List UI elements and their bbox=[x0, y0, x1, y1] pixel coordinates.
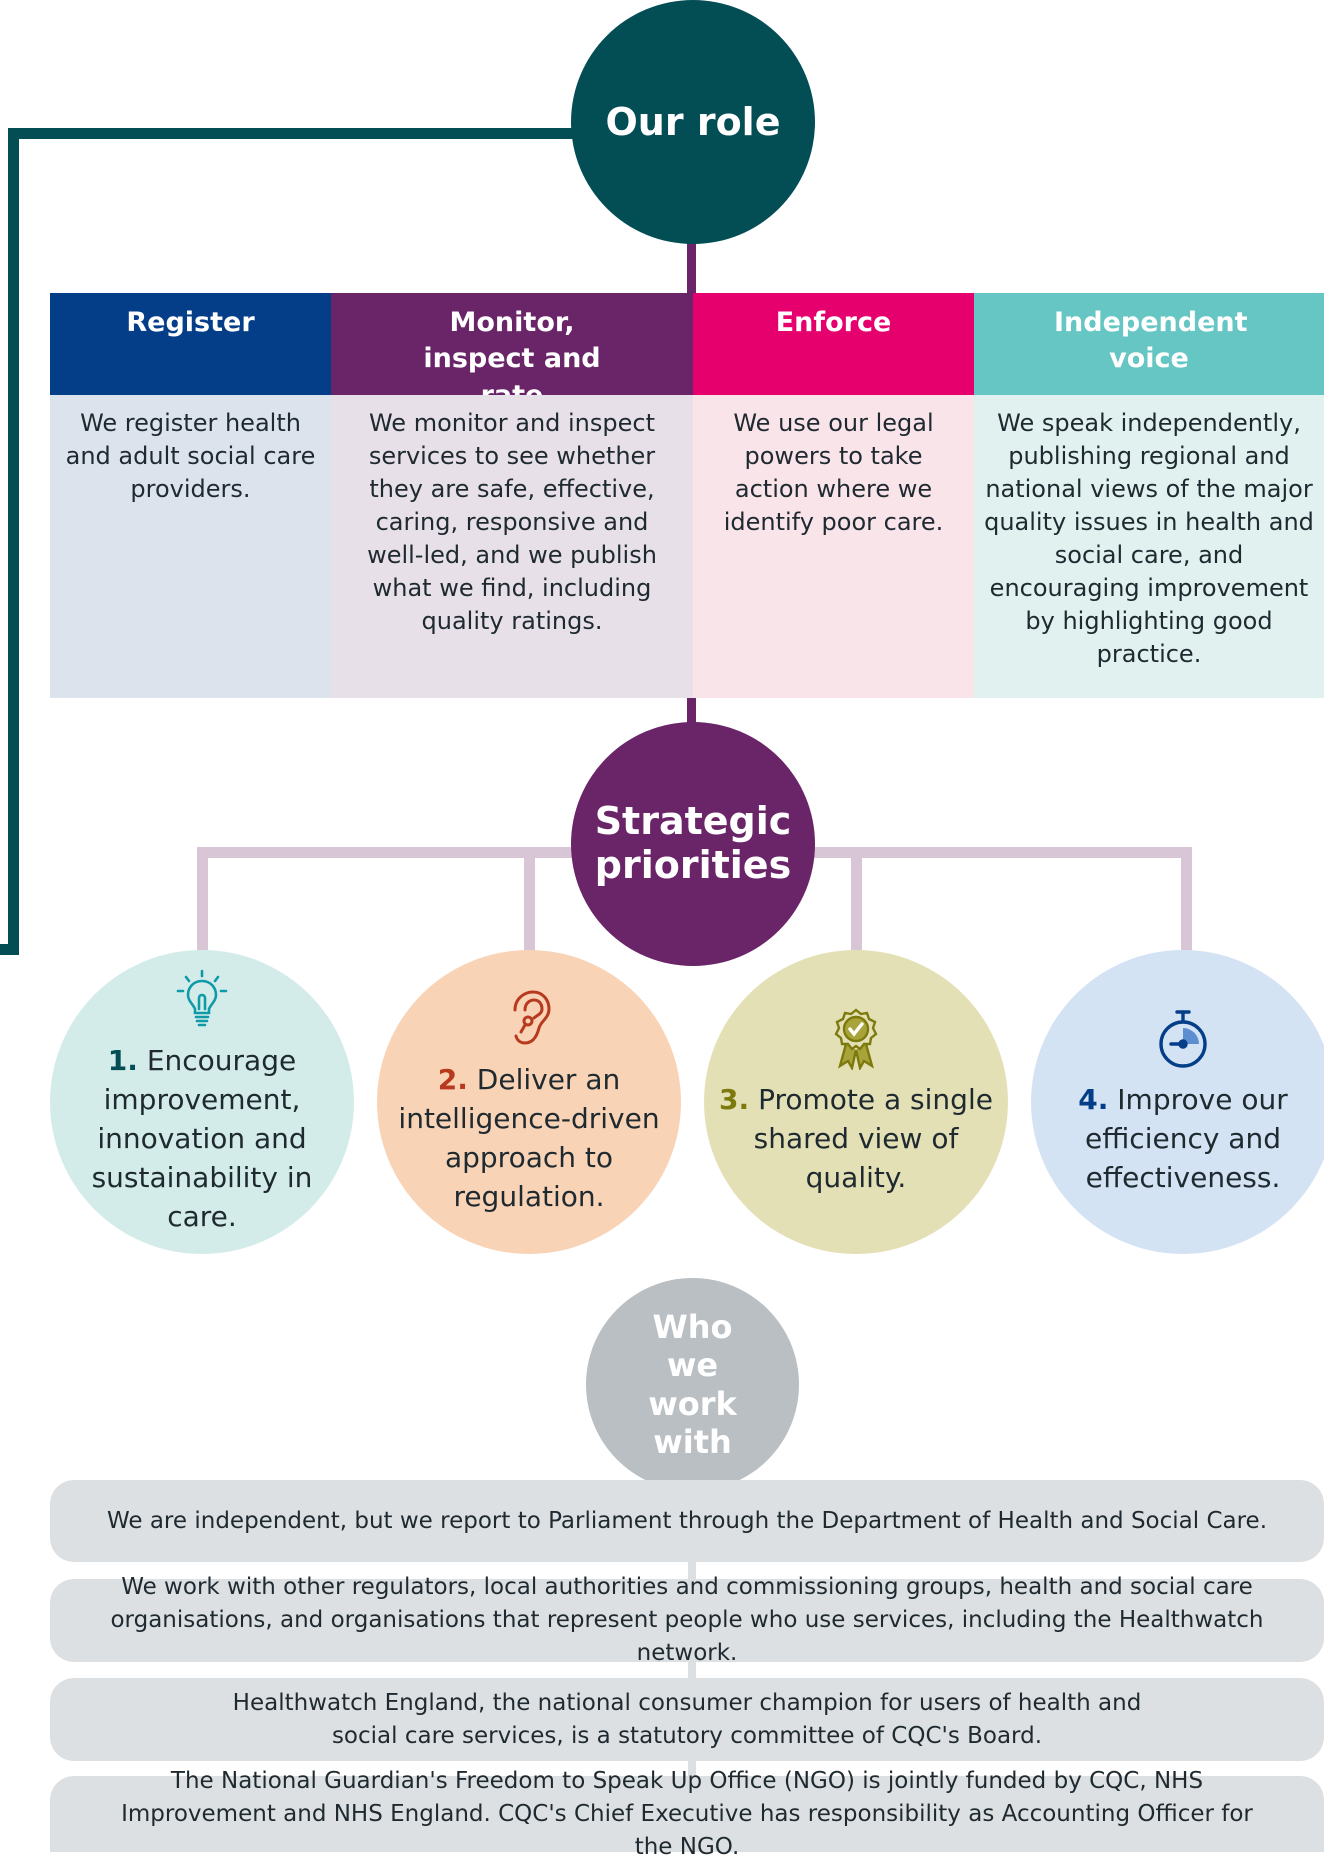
who-we-work-with-circle: Who we work with bbox=[586, 1278, 799, 1491]
priority-1-label: 1. Encourage improvement, innovation and… bbox=[62, 1041, 342, 1236]
stopwatch-icon bbox=[1159, 1009, 1207, 1068]
statement-bar-2: We work with other regulators, local aut… bbox=[50, 1574, 1324, 1666]
statement-bar-1: We are independent, but we report to Par… bbox=[50, 1480, 1324, 1562]
column-header-register: Register bbox=[50, 293, 331, 395]
priority-3-circle: 3. Promote a single shared view of quali… bbox=[704, 950, 1008, 1254]
statement-1-text: We are independent, but we report to Par… bbox=[106, 1507, 1268, 1534]
priorities-bracket-left bbox=[197, 847, 575, 858]
priority-3-label: 3. Promote a single shared view of quali… bbox=[716, 1080, 996, 1197]
statement-bar-3: Healthwatch England, the national consum… bbox=[50, 1678, 1324, 1761]
who-we-work-with-title: Who we work with bbox=[648, 1307, 737, 1461]
lightbulb-icon bbox=[176, 969, 228, 1026]
priority-3-text: Promote a single shared view of quality. bbox=[753, 1082, 993, 1194]
column-header-independent-voice: Independent voice bbox=[974, 293, 1324, 395]
outer-bracket-top bbox=[8, 128, 578, 139]
priority-2-number: 2. bbox=[437, 1063, 468, 1096]
priority-drop-2 bbox=[524, 847, 535, 974]
statement-3-text: Healthwatch England, the national consum… bbox=[232, 1689, 1142, 1749]
priority-1-circle: 1. Encourage improvement, innovation and… bbox=[50, 950, 354, 1254]
priority-drop-1 bbox=[197, 847, 208, 974]
column-header-enforce: Enforce bbox=[693, 293, 974, 395]
column-body-enforce: We use our legal powers to take action w… bbox=[693, 395, 974, 698]
priority-drop-4 bbox=[1181, 847, 1192, 974]
priorities-bracket-right bbox=[810, 847, 1192, 858]
role-connector bbox=[687, 240, 696, 296]
outer-bracket-side bbox=[8, 128, 19, 955]
column-header-monitor: Monitor, inspect and rate bbox=[331, 293, 693, 411]
strategic-priorities-circle: Strategic priorities bbox=[571, 722, 815, 966]
priority-2-text: Deliver an intelligence-driven approach … bbox=[398, 1063, 660, 1213]
priority-2-label: 2. Deliver an intelligence-driven approa… bbox=[389, 1060, 669, 1216]
column-body-register: We register health and adult social care… bbox=[50, 395, 331, 698]
priority-3-number: 3. bbox=[719, 1082, 750, 1116]
priority-1-text: Encourage improvement, innovation and su… bbox=[91, 1043, 313, 1233]
our-role-circle: Our role bbox=[571, 0, 815, 244]
column-body-monitor: We monitor and inspect services to see w… bbox=[331, 395, 693, 698]
our-role-title: Our role bbox=[605, 100, 781, 144]
strategic-priorities-title: Strategic priorities bbox=[594, 799, 792, 887]
priority-drop-3 bbox=[851, 847, 862, 974]
ear-icon bbox=[513, 990, 551, 1045]
column-body-independent-voice: We speak independently, publishing regio… bbox=[974, 395, 1324, 698]
statement-4-text: The National Guardian's Freedom to Speak… bbox=[121, 1767, 1253, 1860]
priority-4-circle: 4. Improve our efficiency and effectiven… bbox=[1031, 950, 1324, 1254]
strategic-connector bbox=[687, 697, 696, 727]
outer-bracket-bottom bbox=[0, 944, 19, 955]
statement-2-text: We work with other regulators, local aut… bbox=[110, 1574, 1264, 1666]
priority-2-circle: 2. Deliver an intelligence-driven approa… bbox=[377, 950, 681, 1254]
priority-1-number: 1. bbox=[107, 1043, 138, 1077]
priority-4-number: 4. bbox=[1078, 1082, 1109, 1116]
priority-4-text: Improve our efficiency and effectiveness… bbox=[1085, 1082, 1288, 1194]
statement-bar-4: The National Guardian's Freedom to Speak… bbox=[50, 1768, 1324, 1860]
award-rosette-icon bbox=[834, 1007, 878, 1070]
priority-4-label: 4. Improve our efficiency and effectiven… bbox=[1043, 1080, 1323, 1197]
